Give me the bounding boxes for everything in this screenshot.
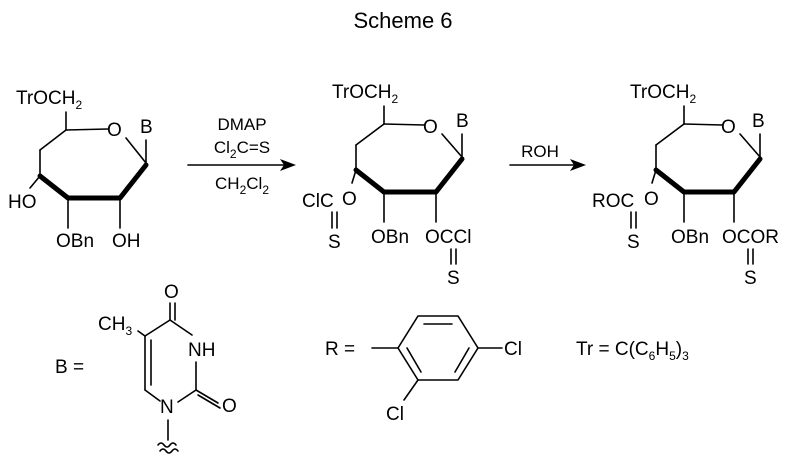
reagent-thiophosgene: Cl2C=S [214,138,270,161]
base-label: B [752,111,765,132]
aryloxythiocarbonyl-3-label: ROC [592,191,634,212]
reaction-arrow-1: DMAP Cl2C=S CH2Cl2 [187,115,296,197]
chlorothioformate-2-label: OCCl [425,227,471,248]
thione-sulfur-1: S [627,232,640,253]
carbonyl-oxygen-2: O [222,396,237,417]
benzyloxy-label: OBn [671,227,709,248]
r-group-dichlorophenyl: R = Cl Cl [325,315,522,425]
ring-nitrogen-label: N [160,397,174,418]
aryloxythiocarbonyl-2-label: OCOR [722,227,779,248]
carbonyl-oxygen-4: O [164,282,179,303]
chloro-ortho-label: Cl [386,404,404,425]
trityloxymethyl-label: TrOCH2 [630,82,696,106]
ring-oxygen-label: O [721,117,736,138]
trityloxymethyl-label: TrOCH2 [16,88,82,112]
imide-nh-label: NH [188,340,215,361]
methyl-label: CH3 [98,314,132,338]
r-definition-label: R = [325,339,355,360]
reaction-arrow-2: ROH [509,142,586,171]
base-label: B [456,111,469,132]
chlorothiocarbonyl-label: ClC [302,191,334,212]
base-definition-label: B = [55,357,84,378]
benzyloxy-label: OBn [56,231,94,252]
starting-nucleoside: TrOCH2 O B HO OBn OH [8,88,153,252]
scheme-title: Scheme 6 [353,8,452,33]
thione-sulfur-2: S [744,268,757,289]
reagent-dmap: DMAP [217,115,266,134]
reagent-roh: ROH [521,142,559,161]
chloro-para-label: Cl [504,339,522,360]
bis-aryloxythiocarbonyl-product: TrOCH2 O B O ROC S OBn OCOR S [592,82,779,289]
base-label: B [140,117,153,138]
oxygen-3-label: O [644,189,659,210]
base-definition-thymine: B = CH3 O NH O N [55,282,237,454]
trityl-definition: Tr = C(C6H5)3 [576,339,689,363]
thione-sulfur-2: S [447,268,460,289]
thione-sulfur-1: S [328,232,341,253]
solvent-dichloromethane: CH2Cl2 [215,174,269,197]
ring-oxygen-label: O [107,120,122,141]
trityloxymethyl-label: TrOCH2 [332,82,398,106]
benzyloxy-label: OBn [371,227,409,248]
oxygen-3-label: O [342,189,357,210]
hydroxyl-3-label: HO [8,192,37,213]
ring-oxygen-label: O [423,117,438,138]
bis-chlorothioformate-intermediate: TrOCH2 O B O ClC S OBn OCCl S [302,82,471,289]
hydroxyl-2-label: OH [112,231,141,252]
